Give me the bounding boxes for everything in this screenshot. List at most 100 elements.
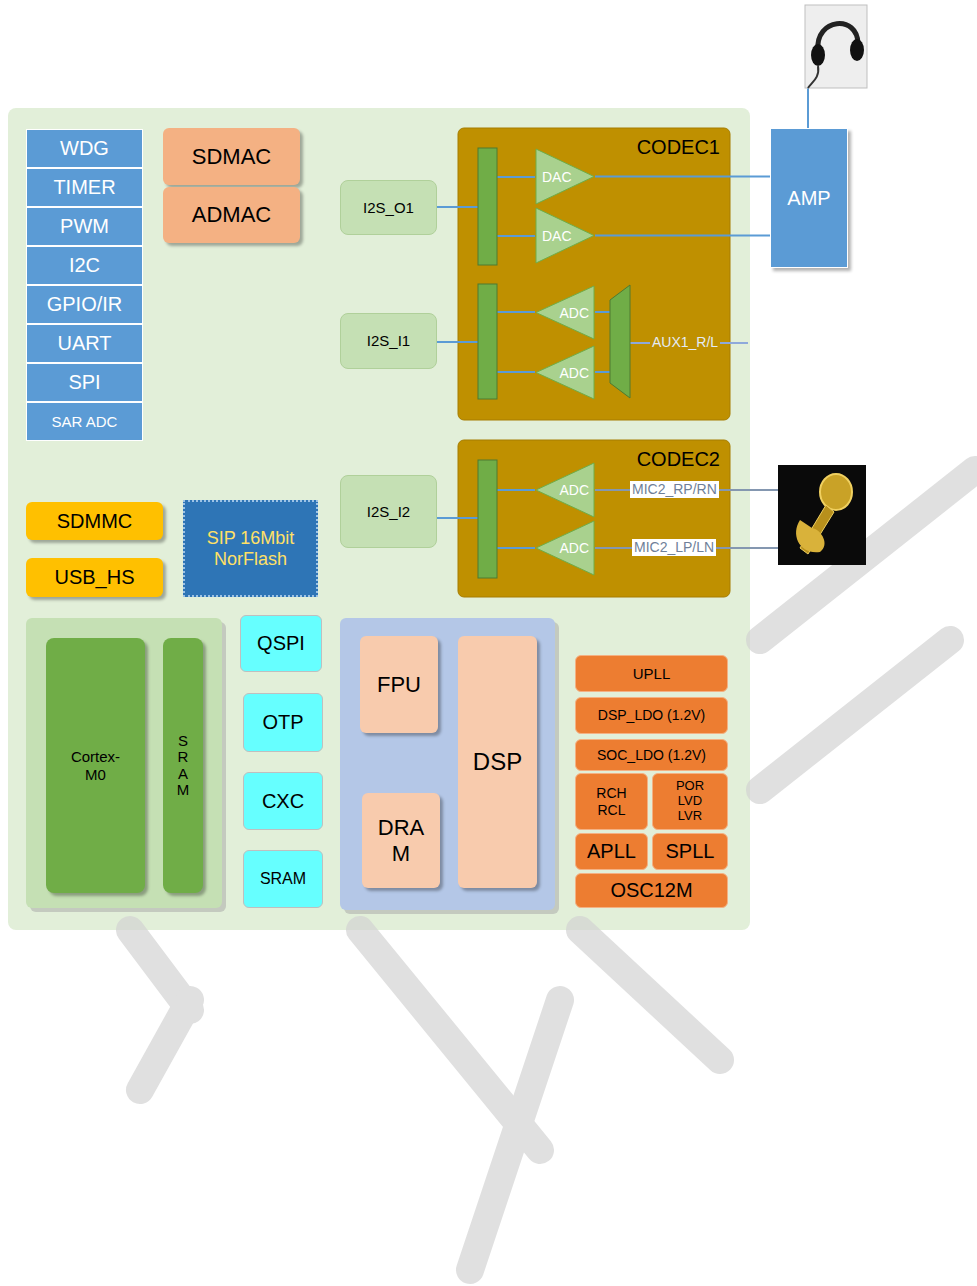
dsp-group xyxy=(340,618,555,910)
block-label: SDMAC xyxy=(192,144,271,169)
block-label: POR LVD LVR xyxy=(672,779,708,824)
block-label: RCH RCL xyxy=(592,785,632,817)
block-label: SDMMC xyxy=(57,510,133,533)
block-label: PWM xyxy=(60,215,109,238)
block-label: SAR ADC xyxy=(52,413,118,430)
io-block: SDMMC xyxy=(26,502,163,540)
dma-block: ADMAC xyxy=(163,187,300,243)
block-label: DSP xyxy=(473,748,522,776)
power-clock-block: DSP_LDO (1.2V) xyxy=(575,697,728,734)
codec-ground xyxy=(458,440,730,597)
peripheral-block: SAR ADC xyxy=(26,402,143,441)
peripheral-block: TIMER xyxy=(26,168,143,207)
signal-wire xyxy=(595,235,770,237)
bus-bar xyxy=(478,148,497,578)
block-label: DRAM xyxy=(376,815,426,866)
block-label: USB_HS xyxy=(54,566,134,589)
block-label: I2S_O1 xyxy=(363,199,414,216)
block-label: OSC12M xyxy=(610,879,692,902)
block-label: TIMER xyxy=(53,176,115,199)
block-label: SRAM xyxy=(176,733,191,799)
block-label: ADC xyxy=(559,364,589,380)
block-label: I2S_I1 xyxy=(367,332,410,349)
memory-block: QSPI xyxy=(240,615,322,672)
memory-block: OTP xyxy=(243,693,323,752)
block-label: SOC_LDO (1.2V) xyxy=(597,747,706,763)
block-label: DAC xyxy=(542,227,572,243)
memory-block: DRAM xyxy=(362,793,440,888)
power-clock-block: UPLL xyxy=(575,655,728,692)
peripheral-block: PWM xyxy=(26,207,143,246)
i2s-block: I2S_O1 xyxy=(340,180,437,235)
power-clock-block: APLL xyxy=(575,833,648,870)
memory-block: CXC xyxy=(243,772,323,830)
block-label: ADC xyxy=(559,482,589,498)
block-label: SPLL xyxy=(666,840,715,863)
dac-symbol: DAC xyxy=(535,148,595,205)
flash-block: SIP 16Mbit NorFlash xyxy=(183,500,318,597)
block-label: CODEC2 xyxy=(637,448,720,471)
block-label: SRAM xyxy=(260,870,306,888)
memory-block: SRAM xyxy=(163,638,203,893)
block-label: SIP 16Mbit NorFlash xyxy=(207,528,295,569)
power-clock-block: RCH RCL xyxy=(575,773,648,830)
block-label: CODEC1 xyxy=(637,136,720,159)
block-label: AMP xyxy=(787,187,830,210)
mux-symbol xyxy=(610,285,630,398)
chip-panel xyxy=(8,108,750,930)
fpu-block: FPU xyxy=(360,636,438,733)
block-label: WDG xyxy=(60,137,109,160)
block-label: CXC xyxy=(262,790,304,813)
codec-block: CODEC2ADC ADC xyxy=(458,440,730,597)
codec-block: CODEC1DAC DAC ADC ADC xyxy=(458,128,730,420)
signal-name: MIC2_LP/LN xyxy=(632,539,716,556)
block-label: I2C xyxy=(69,254,100,277)
block-label: UPLL xyxy=(633,665,671,682)
power-clock-block: SOC_LDO (1.2V) xyxy=(575,739,728,771)
block-label: DAC xyxy=(542,168,572,184)
cpu-core: Cortex-M0 xyxy=(46,638,145,893)
block-label: UART xyxy=(57,332,111,355)
block-label: QSPI xyxy=(257,632,305,655)
peripheral-block: I2C xyxy=(26,246,143,285)
memory-block: SRAM xyxy=(243,850,323,908)
block-label: I2S_I2 xyxy=(367,503,410,520)
i2s-block: I2S_I2 xyxy=(340,475,437,548)
signal-wire xyxy=(595,176,770,178)
dsp-core: DSP xyxy=(458,636,537,888)
block-label: Cortex-M0 xyxy=(65,748,127,783)
adc-symbol: ADC xyxy=(535,345,595,400)
cpu-group xyxy=(26,618,222,908)
peripheral-block: SPI xyxy=(26,363,143,402)
microphone-picture xyxy=(778,465,866,565)
adc-symbol: ADC xyxy=(535,462,595,518)
block-label: SPI xyxy=(68,371,100,394)
dma-block: SDMAC xyxy=(163,128,300,185)
peripheral-block: UART xyxy=(26,324,143,363)
group-shadow xyxy=(30,622,226,912)
io-block: USB_HS xyxy=(26,558,163,597)
signal-name: AUX1_R/L xyxy=(650,334,720,351)
block-label: ADC xyxy=(559,540,589,556)
adc-symbol: ADC xyxy=(535,520,595,576)
power-clock-block: POR LVD LVR xyxy=(652,773,728,830)
block-label: ADC xyxy=(559,304,589,320)
block-label: GPIO/IR xyxy=(47,293,123,316)
block-label: APLL xyxy=(587,840,636,863)
power-clock-block: SPLL xyxy=(652,833,728,870)
peripheral-block: WDG xyxy=(26,129,143,168)
codec-ground xyxy=(458,128,730,420)
block-label: FPU xyxy=(377,672,421,697)
adc-symbol: ADC xyxy=(535,285,595,340)
headphone-picture xyxy=(805,5,867,88)
amplifier-block: AMP xyxy=(770,128,848,268)
i2s-block: I2S_I1 xyxy=(340,313,437,369)
peripheral-block: GPIO/IR xyxy=(26,285,143,324)
block-label: ADMAC xyxy=(192,202,271,227)
block-label: OTP xyxy=(262,711,303,734)
dac-symbol: DAC xyxy=(535,207,595,264)
signal-name: MIC2_RP/RN xyxy=(630,481,719,498)
power-clock-block: OSC12M xyxy=(575,873,728,908)
block-label: DSP_LDO (1.2V) xyxy=(598,707,705,723)
